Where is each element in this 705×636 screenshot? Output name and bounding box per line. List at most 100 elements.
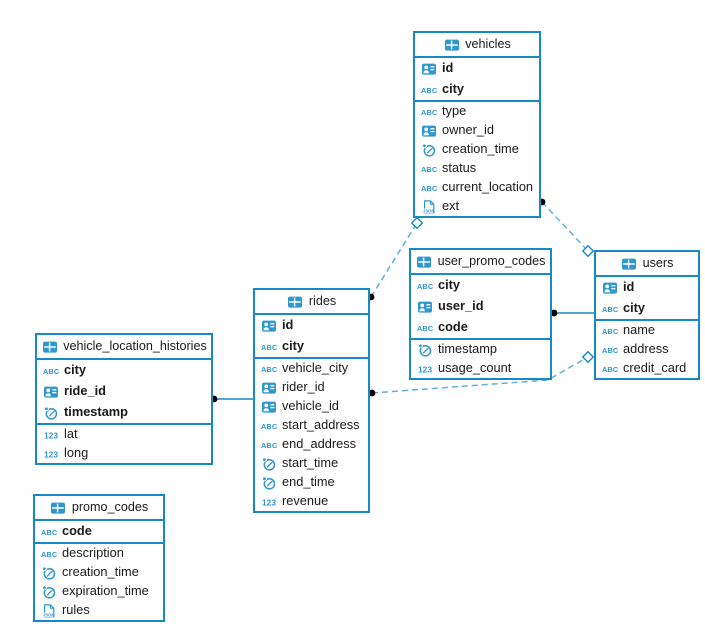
column-label: owner_id: [442, 122, 494, 138]
timestamp-icon: [416, 342, 433, 358]
column-label: rules: [62, 602, 90, 618]
svg-text:ABC: ABC: [417, 324, 433, 333]
relation-diamond-marker: [581, 350, 595, 364]
table-name: promo_codes: [71, 500, 149, 515]
column-row[interactable]: timestamp: [411, 340, 550, 359]
user-id-icon: [416, 299, 433, 315]
column-label: city: [282, 338, 305, 354]
table-header[interactable]: rides: [255, 290, 368, 315]
table-header[interactable]: vehicle_location_histories: [37, 335, 211, 360]
column-row[interactable]: user_id: [411, 296, 550, 317]
column-label: id: [442, 60, 454, 76]
timestamp-icon: [40, 565, 57, 581]
column-label: city: [442, 81, 465, 97]
text-type-icon: ABC: [416, 278, 433, 294]
table-header[interactable]: promo_codes: [35, 496, 163, 521]
json-type-icon: JSON: [420, 199, 437, 215]
column-row[interactable]: vehicle_id: [255, 397, 368, 416]
number-type-icon: 123: [260, 494, 277, 510]
column-label: code: [438, 319, 468, 335]
column-label: city: [623, 300, 646, 316]
column-label: city: [64, 362, 87, 378]
column-row[interactable]: start_time: [255, 454, 368, 473]
svg-text:JSON: JSON: [43, 612, 54, 617]
column-row[interactable]: id: [415, 58, 539, 79]
table-name: vehicle_location_histories: [63, 339, 207, 354]
relation-line-vehicles-users[interactable]: [541, 201, 589, 252]
column-row[interactable]: id: [255, 315, 368, 336]
column-label: user_id: [438, 298, 484, 314]
column-row[interactable]: creation_time: [415, 140, 539, 159]
column-row[interactable]: expiration_time: [35, 582, 163, 601]
table-header[interactable]: user_promo_codes: [411, 250, 550, 275]
relation-line-rides-vehicles[interactable]: [370, 222, 418, 298]
column-row[interactable]: creation_time: [35, 563, 163, 582]
timestamp-icon: [40, 584, 57, 600]
column-label: description: [62, 545, 124, 561]
column-label: ride_id: [64, 383, 106, 399]
table-header[interactable]: vehicles: [415, 33, 539, 58]
column-row[interactable]: 123 usage_count: [411, 359, 550, 378]
svg-text:123: 123: [262, 497, 276, 507]
table-header[interactable]: users: [596, 252, 698, 277]
svg-text:ABC: ABC: [261, 422, 277, 431]
column-label: usage_count: [438, 360, 512, 376]
column-row[interactable]: id: [596, 277, 698, 298]
column-row[interactable]: ride_id: [37, 381, 211, 402]
column-row[interactable]: end_time: [255, 473, 368, 492]
column-row[interactable]: ABC code: [411, 317, 550, 338]
column-row[interactable]: JSON rules: [35, 601, 163, 620]
number-type-icon: 123: [416, 361, 433, 377]
column-label: expiration_time: [62, 583, 149, 599]
column-label: timestamp: [438, 341, 498, 357]
text-type-icon: ABC: [260, 437, 277, 453]
user-id-icon: [420, 61, 437, 77]
relation-dot-marker: [550, 309, 558, 317]
user-id-icon: [601, 280, 618, 296]
table-icon: [443, 37, 460, 53]
table-name: vehicles: [465, 37, 511, 52]
column-row[interactable]: owner_id: [415, 121, 539, 140]
column-row[interactable]: rider_id: [255, 378, 368, 397]
column-label: rider_id: [282, 379, 325, 395]
svg-text:ABC: ABC: [417, 282, 433, 291]
text-type-icon: ABC: [260, 418, 277, 434]
user-id-icon: [260, 380, 277, 396]
timestamp-icon: [260, 475, 277, 491]
column-label: timestamp: [64, 404, 129, 420]
column-row[interactable]: timestamp: [37, 402, 211, 423]
